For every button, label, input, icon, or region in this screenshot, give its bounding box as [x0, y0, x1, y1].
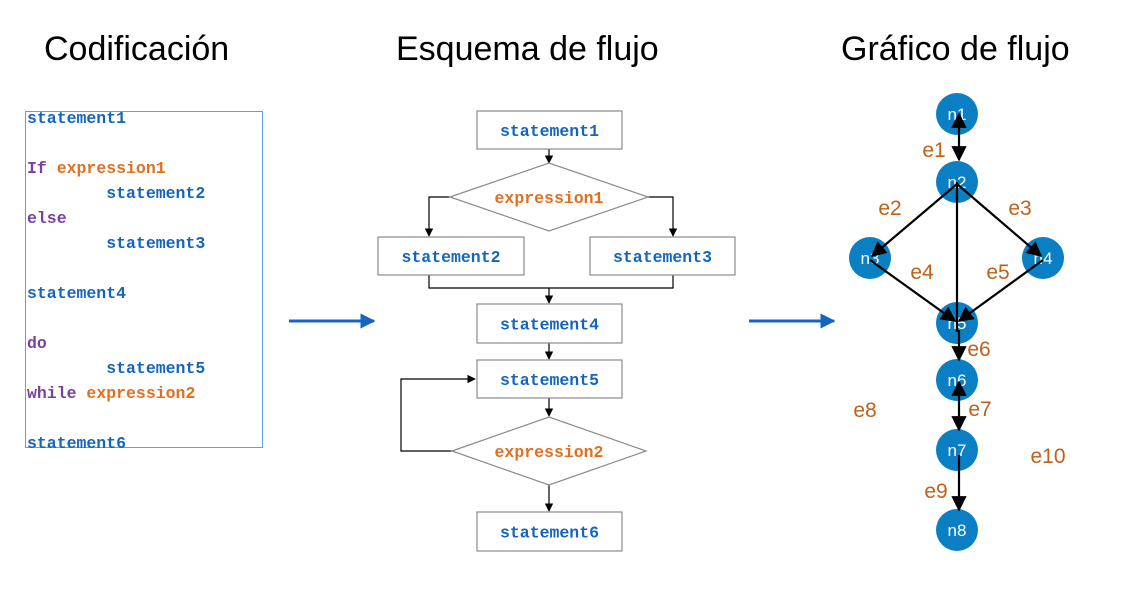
code-token-stmt: statement3 — [27, 234, 206, 253]
title-code: Codificación — [44, 30, 230, 68]
flowchart-statement-label: statement1 — [500, 122, 599, 141]
flowchart-statement-label: statement5 — [500, 371, 599, 390]
flowgraph-edge-label: e4 — [910, 261, 934, 284]
flowgraph-edge-e2 — [870, 183, 958, 257]
code-line: statement5 — [27, 360, 205, 378]
code-token-kw: while — [27, 384, 87, 403]
flowgraph-node-n6: n6 — [936, 359, 978, 401]
flowgraph-node-n1: n1 — [936, 93, 978, 135]
flowgraph-node-n8: n8 — [936, 509, 978, 551]
code-token-kw: else — [27, 209, 67, 228]
code-line: else — [27, 210, 67, 228]
code-line: If expression1 — [27, 160, 166, 178]
code-token-kw: do — [27, 334, 47, 353]
code-line: while expression2 — [27, 385, 195, 403]
title-flowchart: Esquema de flujo — [396, 30, 659, 68]
flowchart-statement-box: statement5 — [476, 359, 623, 399]
flowgraph-edge-e3 — [956, 183, 1043, 258]
flowgraph-edge-e5 — [957, 259, 1044, 322]
flowchart-connectors — [400, 149, 678, 512]
code-token-stmt: statement1 — [27, 109, 127, 128]
flowgraph-edge-label: e2 — [878, 197, 901, 220]
code-token-stmt: statement5 — [27, 359, 206, 378]
flowgraph-node-label: n8 — [948, 521, 967, 540]
flowgraph-edge-label: e7 — [968, 398, 991, 421]
flowchart-decision-diamond: expression2 — [450, 416, 648, 486]
code-line: statement4 — [27, 285, 126, 303]
flowchart-statement-box: statement6 — [476, 511, 623, 552]
flowgraph-edge-label: e3 — [1008, 197, 1031, 220]
flowgraph-node-label: n6 — [948, 371, 967, 390]
flowchart-statement-box: statement2 — [377, 236, 525, 276]
flowgraph-edge-label: e6 — [967, 338, 990, 361]
code-token-stmt: statement4 — [27, 284, 127, 303]
flowgraph-edge-label: e9 — [924, 480, 947, 503]
flowchart-decision-label: expression1 — [495, 189, 604, 208]
flowgraph-edge-label: e1 — [922, 139, 945, 162]
code-line: statement2 — [27, 185, 205, 203]
flowchart-statement-label: statement3 — [613, 248, 712, 267]
code-line: statement3 — [27, 235, 205, 253]
code-line: do — [27, 335, 47, 353]
flowchart-statement-box: statement3 — [589, 236, 736, 276]
code-line: statement6 — [27, 435, 126, 453]
flowgraph-node-label: n7 — [948, 441, 967, 460]
flowgraph-node-n7: n7 — [936, 429, 978, 471]
flowchart-decision-diamond: expression1 — [448, 162, 650, 232]
code-token-expr: expression1 — [56, 159, 166, 178]
flowgraph-edge-label: e10 — [1030, 445, 1065, 468]
flowchart-statement-label: statement6 — [500, 524, 599, 543]
flowchart-statement-box: statement4 — [476, 303, 623, 344]
flowchart-decision-label: expression2 — [495, 443, 604, 462]
flowgraph-edge-label: e8 — [853, 399, 876, 422]
flowchart-statement-label: statement2 — [401, 248, 500, 267]
title-flowgraph: Gráfico de flujo — [841, 30, 1070, 68]
flowgraph-node-n4: n4 — [1022, 237, 1064, 279]
flowchart-statement-label: statement4 — [500, 316, 599, 335]
flowgraph-edge-e4 — [869, 259, 957, 322]
code-token-expr: expression2 — [86, 384, 196, 403]
flowgraph-node-label: n1 — [948, 105, 967, 124]
code-token-stmt: statement2 — [27, 184, 206, 203]
code-token-stmt: statement6 — [27, 434, 127, 453]
code-token-kw: If — [27, 159, 57, 178]
flowchart-statement-box: statement1 — [476, 110, 623, 150]
code-line: statement1 — [27, 110, 126, 128]
flowgraph-node-n3: n3 — [849, 237, 891, 279]
flowgraph-edge-label: e5 — [986, 261, 1009, 284]
